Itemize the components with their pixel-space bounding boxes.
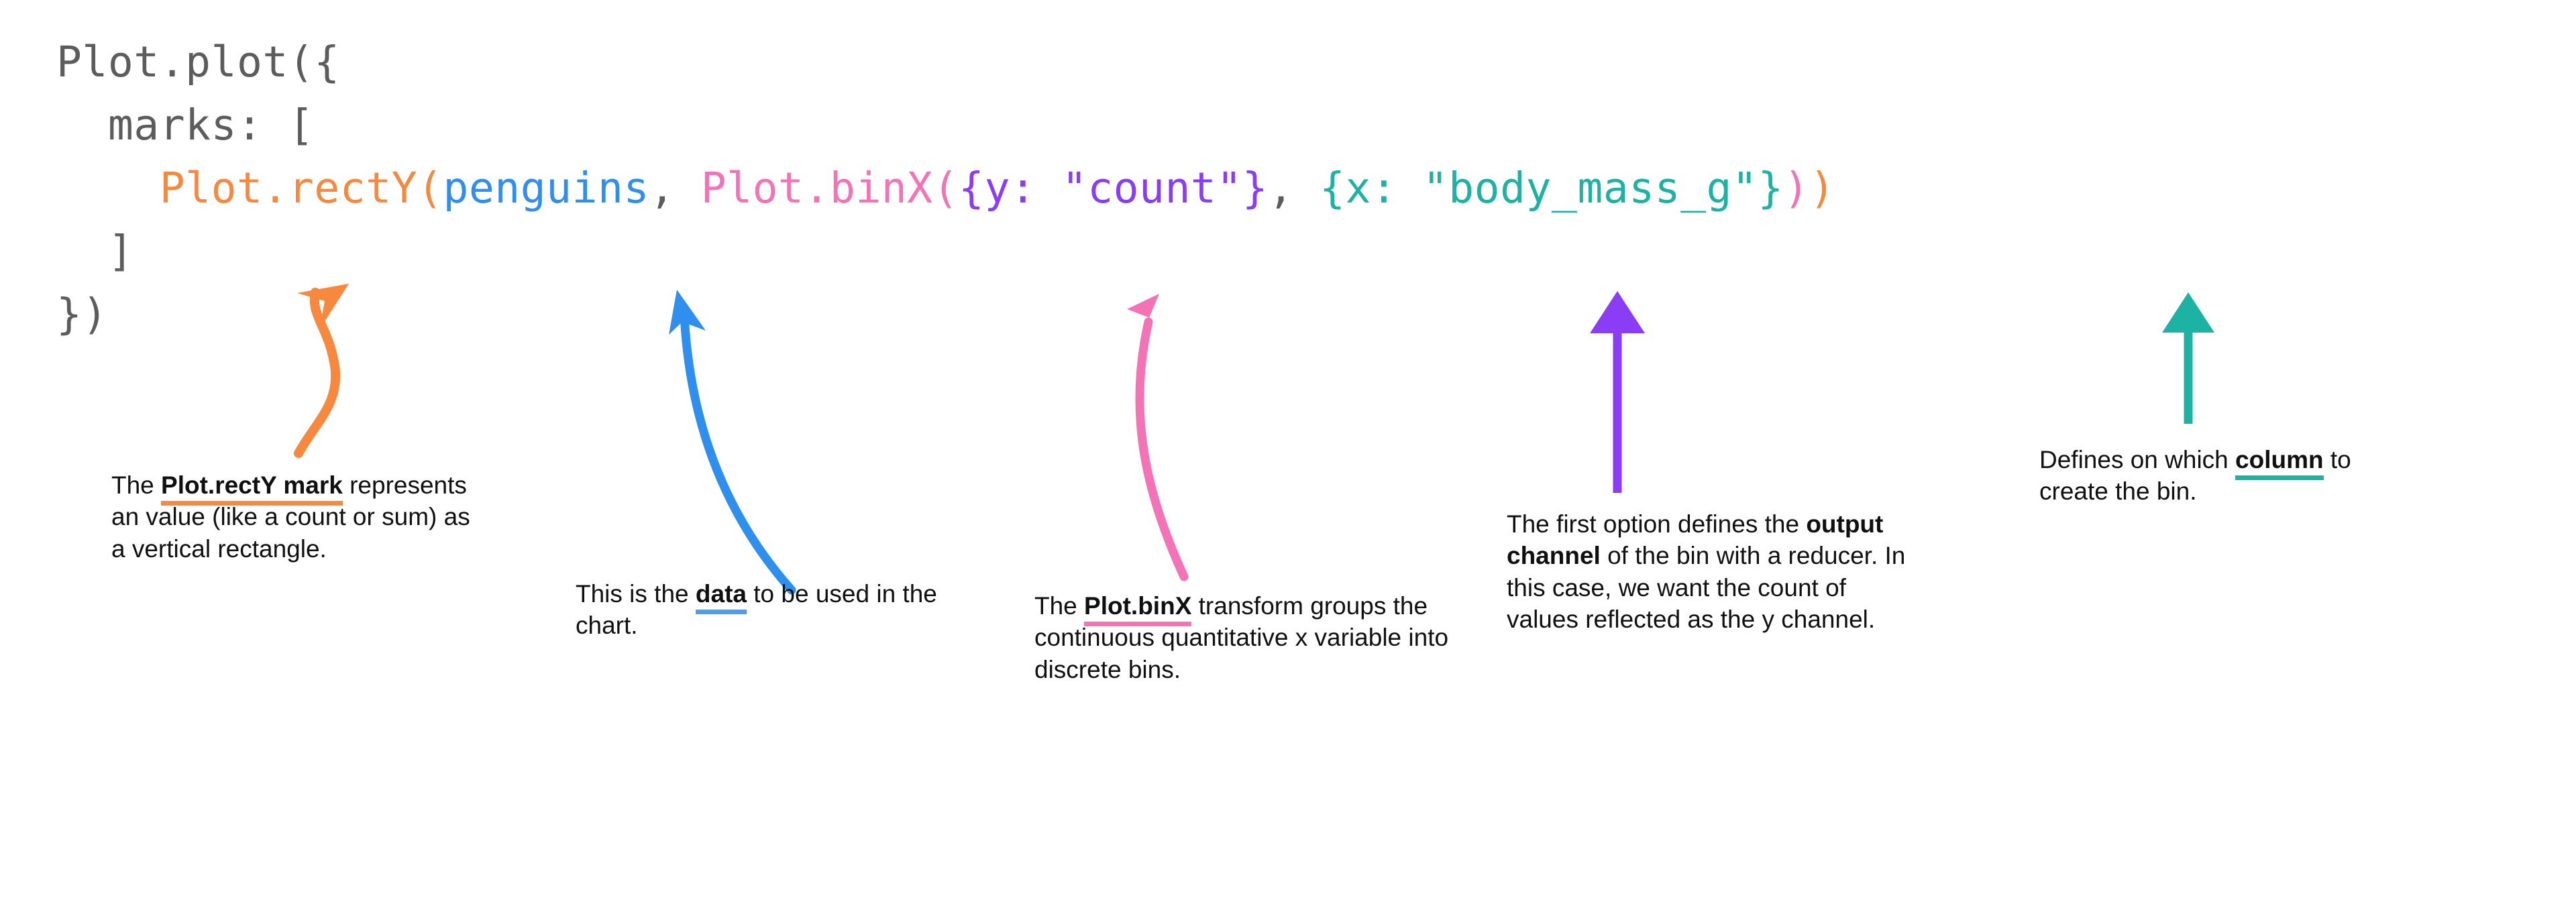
annotation-output-channel: The first option defines the output chan…	[1507, 508, 1909, 635]
annotation-term-binX: Plot.binX	[1084, 592, 1191, 620]
annotation-tail-text: transform groups the continuous quantita…	[1034, 592, 1449, 683]
code-token: ,	[1268, 164, 1320, 213]
annotation-term-label: Plot.rectY mark	[161, 471, 343, 499]
code-line-3: Plot.rectY(penguins, Plot.binX({y: "coun…	[56, 157, 1835, 220]
code-token: )	[1783, 164, 1810, 213]
code-token: ,	[649, 164, 701, 213]
code-token	[56, 164, 160, 213]
annotation-data: This is the data to be used in the chart…	[576, 578, 951, 642]
annotation-rectY: The Plot.rectY mark represents an value …	[111, 469, 487, 565]
code-line-5: })	[56, 283, 1835, 346]
code-line-4: ]	[56, 220, 1835, 283]
annotation-tail-text: to create the bin.	[2039, 446, 2351, 506]
annotation-term-label: Plot.binX	[1084, 592, 1192, 620]
annotation-lead-text: Defines on which	[2039, 446, 2236, 473]
annotation-column: Defines on which column to create the bi…	[2039, 444, 2355, 508]
annotation-term-label: column	[2235, 446, 2324, 473]
annotation-term-label: output channel	[1507, 510, 1884, 570]
annotation-lead-text: The	[1034, 592, 1085, 620]
teal-arrow	[2162, 292, 2214, 424]
code-token: })	[56, 290, 108, 339]
annotation-tail-text: to be used in the chart.	[576, 580, 937, 640]
annotation-lead-text: This is the	[576, 580, 696, 608]
annotation-binX: The Plot.binX transform groups the conti…	[1034, 590, 1450, 685]
code-line-2: marks: [	[56, 94, 1835, 157]
code-token: )	[1809, 164, 1835, 213]
code-token: ]	[56, 227, 134, 276]
annotation-term-rectY: Plot.rectY mark	[161, 471, 343, 500]
code-snippet: Plot.plot({ marks: [ Plot.rectY(penguins…	[56, 31, 1835, 346]
code-token: marks: [	[56, 101, 315, 150]
code-token: Plot.binX(	[700, 164, 959, 213]
annotation-lead-text: The	[111, 471, 162, 499]
annotation-lead-text: The first option defines the	[1507, 510, 1807, 538]
annotation-term-column: column	[2235, 446, 2324, 474]
code-line-1: Plot.plot({	[56, 31, 1835, 94]
annotation-tail-text: of the bin with a reducer. In this case,…	[1507, 542, 1906, 634]
annotation-tail-text: represents an value (like a count or sum…	[111, 471, 470, 563]
code-token: {x: "body_mass_g"}	[1320, 164, 1784, 213]
annotation-term-output-channel: output channel	[1507, 510, 1883, 570]
code-token: Plot.plot({	[56, 38, 340, 87]
code-token: penguins	[443, 164, 649, 213]
annotation-term-data: data	[696, 580, 747, 608]
annotation-term-label: data	[695, 580, 747, 608]
code-token: Plot.rectY(	[159, 164, 443, 213]
code-token: {y: "count"}	[959, 164, 1269, 213]
